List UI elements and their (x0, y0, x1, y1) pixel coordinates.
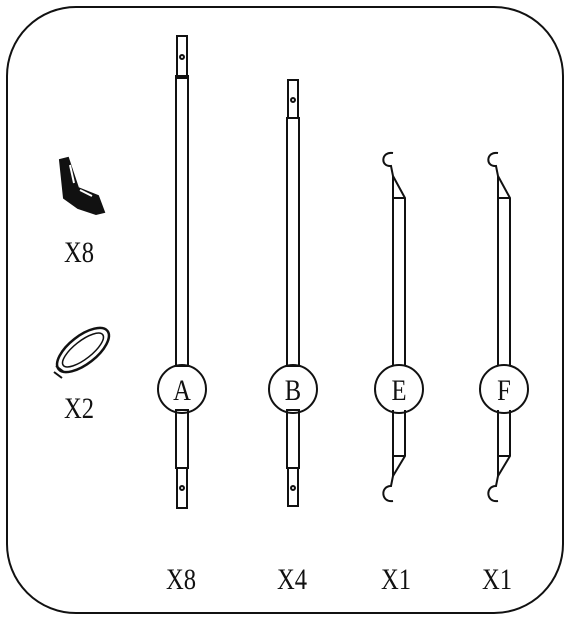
parts-list-frame (6, 6, 564, 614)
part-a-circle (157, 364, 207, 414)
part-b-qty: X4 (277, 563, 308, 596)
part-b-bottom-hole (290, 485, 296, 491)
part-b-letter: B (285, 374, 301, 407)
part-b-top-hole (290, 97, 296, 103)
part-f-letter: F (497, 374, 511, 407)
part-a-top-hole (179, 54, 185, 60)
ring-clamp-qty: X2 (64, 392, 95, 425)
part-b-circle (268, 364, 318, 414)
part-a-letter: A (173, 374, 191, 407)
allen-key-qty: X8 (64, 236, 95, 269)
part-e-qty: X1 (381, 563, 412, 596)
allen-key-icon (58, 156, 106, 216)
part-f-top-hook (487, 151, 511, 366)
part-b (286, 79, 300, 507)
part-e-top-hook (382, 151, 406, 366)
part-b-body (286, 117, 300, 367)
part-e-circle (374, 364, 424, 414)
part-b-bottom-tip (287, 467, 299, 507)
part-a-body (175, 75, 189, 367)
ring-clamp-icon (53, 326, 111, 379)
part-e (382, 151, 406, 503)
part-b-lower-body (286, 409, 300, 469)
part-a-qty: X8 (166, 563, 197, 596)
part-f-circle (479, 364, 529, 414)
part-a-lower-body (175, 409, 189, 469)
part-a-bottom-hole (179, 485, 185, 491)
part-a-bottom-tip (176, 467, 188, 509)
part-f-qty: X1 (482, 563, 513, 596)
part-e-letter: E (391, 374, 406, 407)
part-f (487, 151, 511, 503)
part-a (175, 35, 189, 509)
